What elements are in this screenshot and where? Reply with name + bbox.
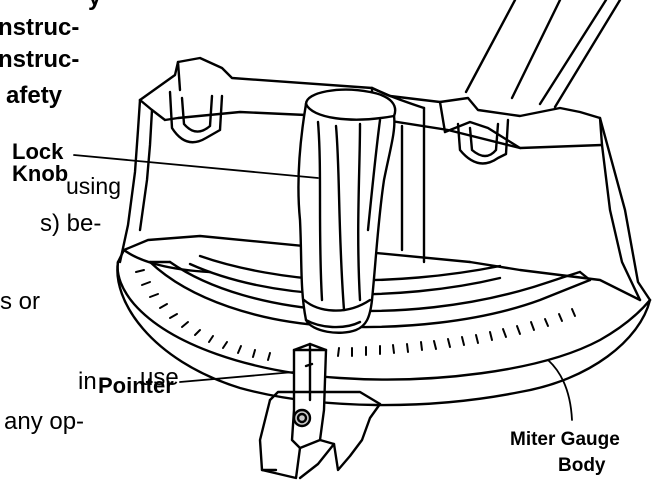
label-miter-gauge: Miter Gauge xyxy=(510,429,620,450)
right-slot xyxy=(456,118,510,165)
gauge-base-plate xyxy=(116,234,652,407)
text-fragment-1: y xyxy=(88,0,101,14)
text-fragment-3: nstruc- xyxy=(0,46,80,73)
text-fragment-5: using xyxy=(66,173,121,199)
lock-knob-leader xyxy=(73,154,319,179)
label-body: Body xyxy=(558,455,606,476)
text-fragment-9: use xyxy=(140,364,179,391)
lock-knob xyxy=(297,86,426,334)
text-fragment-2: nstruc- xyxy=(0,14,80,41)
text-fragment-7: s or xyxy=(0,288,41,315)
text-fragment-4: afety xyxy=(6,82,63,109)
text-fragment-10: any op- xyxy=(4,408,85,435)
miter-gauge-body-leader xyxy=(547,359,573,421)
text-fragment-6: s) be- xyxy=(40,210,102,237)
label-pointer: Pointer xyxy=(98,373,174,398)
text-fragment-8: in xyxy=(78,368,97,395)
miter-bar xyxy=(464,0,622,109)
leader-lines xyxy=(73,154,573,421)
left-slot xyxy=(168,60,224,144)
pointer-leader xyxy=(179,371,295,383)
angle-scale xyxy=(135,269,576,361)
pointer-assembly xyxy=(258,342,382,480)
label-lock: Lock xyxy=(12,139,64,164)
label-knob: Knob xyxy=(12,161,69,186)
